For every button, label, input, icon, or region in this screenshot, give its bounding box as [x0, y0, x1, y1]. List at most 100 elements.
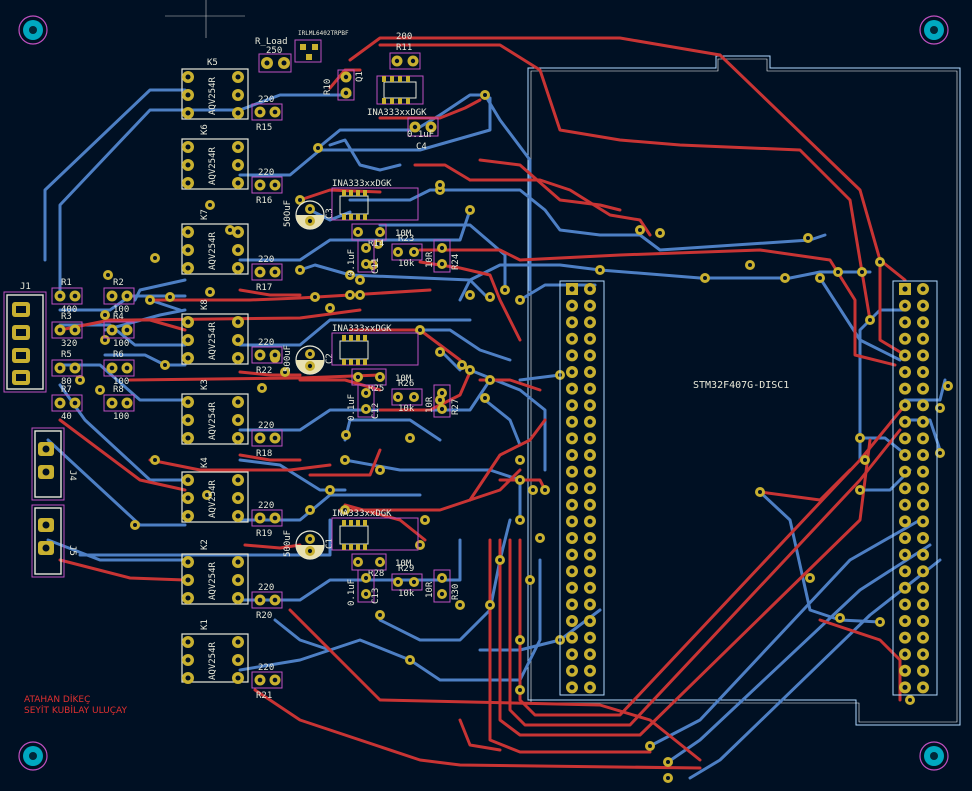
header-pin: [917, 615, 929, 627]
via: [805, 573, 815, 583]
header-pin: [899, 631, 911, 644]
header-pin: [584, 316, 596, 329]
via: [663, 773, 673, 783]
relay-part: AQV254R: [208, 641, 218, 680]
relay-pad: [232, 510, 244, 522]
header-pin: [584, 681, 596, 694]
vert-resistor-value: 10R: [425, 581, 435, 598]
via: [435, 347, 445, 357]
resistor-value: 100: [113, 339, 129, 349]
relay-part: AQV254R: [208, 231, 218, 270]
resistor-value: 10M: [395, 229, 412, 239]
c4-ref: C4: [416, 142, 427, 152]
resistor-pad: [375, 557, 385, 567]
relay-pad: [182, 510, 194, 522]
header-pin: [917, 681, 929, 694]
relay-pad: [182, 262, 194, 274]
resistor-pad: [393, 247, 403, 257]
stm32-header-left: [559, 280, 605, 696]
header-pin: [917, 382, 929, 395]
j1-label: J1: [20, 282, 31, 292]
resistor-pad: [269, 432, 281, 444]
cap-value: 50OuF: [283, 200, 293, 227]
resistor-value: 80: [61, 377, 72, 387]
via: [855, 485, 865, 495]
relay-pad: [182, 89, 194, 101]
resistor-ref: R20: [256, 611, 272, 621]
relay-ref: K6: [200, 124, 210, 135]
j5-label: J5: [67, 545, 77, 556]
resistor-ref: R25: [368, 384, 384, 394]
header-pin: [899, 548, 911, 561]
resistor-value: 320: [61, 339, 77, 349]
header-pin: [566, 349, 578, 362]
header-pin: [566, 498, 578, 511]
relay-part: AQV254R: [208, 561, 218, 600]
header-pin: [584, 615, 596, 627]
via: [595, 265, 605, 275]
mosfet-label: IRLML6402TRPBF: [298, 30, 349, 37]
via: [875, 617, 885, 627]
via: [515, 685, 525, 695]
r10-ref: R10: [323, 79, 333, 95]
header-pin: [899, 648, 911, 661]
cap-pad: [361, 404, 371, 414]
mount-hole-top-left: [18, 15, 48, 45]
connector-j1: J1: [3, 282, 47, 393]
via: [295, 265, 305, 275]
resistor-pad: [54, 397, 66, 409]
resistor-ref: R19: [256, 529, 272, 539]
vert-resistor-value: 10R: [425, 396, 435, 413]
relay-part: AQV254R: [208, 146, 218, 185]
relay-pad: [232, 316, 244, 328]
header-pin: [899, 515, 911, 528]
via: [341, 430, 351, 440]
ina-top-label: INA333xxDGK: [367, 108, 427, 118]
header-pin: [584, 581, 596, 594]
relay-pad: [232, 574, 244, 586]
vert-resistor-ref: R24: [451, 254, 461, 270]
relay-pad: [182, 432, 194, 444]
header-pin: [917, 332, 929, 345]
header-pin: [566, 482, 578, 495]
header-pin: [917, 498, 929, 511]
via: [835, 613, 845, 623]
via: [130, 520, 140, 530]
via: [100, 310, 110, 320]
via: [905, 695, 915, 705]
header-pin: [917, 316, 929, 329]
resistor-pad: [409, 247, 419, 257]
mount-hole-bottom-right: [919, 741, 949, 771]
resistor-value: 10k: [398, 404, 415, 414]
header-pin: [899, 415, 911, 428]
header-pin: [584, 498, 596, 511]
resistor-pad: [269, 266, 281, 278]
resistor-pad: [269, 594, 281, 606]
cap-value: 500uF: [283, 345, 293, 372]
via: [205, 200, 215, 210]
r10-resistor: R10 Q1: [323, 69, 365, 101]
resistor-ref: R28: [368, 569, 384, 579]
relay-pad: [232, 89, 244, 101]
cap-pad: [361, 573, 371, 583]
header-pin: [566, 332, 578, 345]
header-pin: [566, 449, 578, 461]
relay-pad: [182, 334, 194, 346]
via: [745, 260, 755, 270]
relay-pad: [182, 141, 194, 153]
header-pin: [584, 648, 596, 661]
resistor-pad: [69, 397, 81, 409]
header-pin: [917, 565, 929, 578]
header-pin: [566, 366, 578, 378]
via: [780, 273, 790, 283]
via: [100, 335, 110, 345]
header-pin: [917, 366, 929, 378]
via: [75, 375, 85, 385]
